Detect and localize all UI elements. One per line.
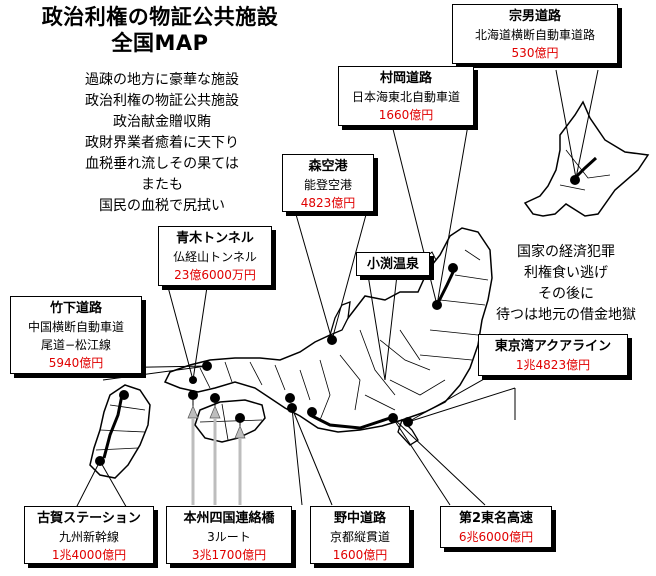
callout-cost: 1600億円 (332, 548, 388, 562)
callout-cost: 4823億円 (300, 196, 356, 210)
dai2-tomei-route (309, 413, 391, 430)
callout-name: 東京湾アクアライン (494, 339, 612, 354)
honshi-arrow-shafts (191, 418, 242, 505)
leader-aoki (167, 286, 208, 381)
callout-name: 宗男道路 (508, 9, 561, 24)
callout-cost: 1兆4000億円 (51, 548, 127, 562)
kyushu-prefectural-lines (95, 404, 146, 451)
poem-block: 過疎の地方に豪華な施設 政治利権の物証公共施設 政治献金贈収賄 政財界業者癒着に… (62, 70, 262, 217)
callout-cost: 6兆6000億円 (458, 530, 534, 544)
callout-takeshita: 竹下道路 中国横断自動車道 尾道−松江線 5940億円 (10, 296, 142, 374)
callout-cost: 1兆4823億円 (515, 358, 591, 372)
callout-detail: 日本海東北自動車道 (351, 90, 460, 104)
callout-cost: 3兆1700億円 (191, 548, 267, 562)
shikoku-prefectural-lines (199, 403, 263, 441)
site-dot-koga (119, 390, 129, 400)
callout-detail: 3ルート (207, 530, 251, 544)
side-line: 利権食い逃げ (524, 265, 608, 281)
map-title-line1: 政治利権の物証公共施設 (41, 5, 279, 29)
poem-line: 政治利権の物証公共施設 (85, 93, 239, 109)
honshi-arrows (187, 405, 246, 439)
site-dot-soya (570, 175, 580, 185)
poem-line: 政財界業者癒着に天下り (85, 135, 239, 151)
callout-honshi: 本州四国連絡橋 3ルート 3兆1700億円 (166, 506, 292, 564)
callout-name: 野中道路 (333, 511, 386, 526)
noto-peninsula (328, 301, 351, 337)
poem-line: 政治献金贈収賄 (113, 114, 211, 130)
tohoku-expressway-route (435, 267, 457, 306)
callout-detail: 中国横断自動車道 (27, 320, 124, 334)
callout-detail: 北海道横断自動車道路 (474, 28, 595, 42)
callout-cost: 23億6000万円 (174, 268, 256, 282)
leader-koga (74, 460, 129, 511)
callout-aoki: 青木トンネル 仏経山トンネル 23億6000万円 (158, 226, 272, 286)
callout-mori: 森空港 能登空港 4823億円 (282, 154, 374, 212)
map-title: 政治利権の物証公共施設 全国MAP (40, 4, 280, 56)
poem-line: 血税垂れ流しその果ては (85, 156, 239, 172)
hokkaido-road-route (573, 156, 598, 180)
side-line: 国家の経済犯罪 (517, 244, 615, 260)
callout-name: 竹下道路 (49, 301, 102, 316)
poem-line: 国民の血税で尻拭い (99, 198, 225, 214)
callout-detail: 仏経山トンネル (173, 250, 257, 264)
callout-cost: 530億円 (511, 46, 559, 60)
callout-name: 本州四国連絡橋 (183, 511, 275, 526)
callout-name: 青木トンネル (176, 231, 254, 246)
callout-muraoka: 村岡道路 日本海東北自動車道 1660億円 (338, 66, 474, 126)
callout-name: 小渕温泉 (366, 257, 419, 272)
leader-obuchi (367, 274, 398, 381)
honshu-prefectural-lines (199, 249, 489, 421)
callout-soya: 宗男道路 北海道横断自動車道路 530億円 (452, 4, 618, 64)
callout-detail2: 尾道−松江線 (40, 338, 112, 352)
callout-tomei: 第2東名高速 6兆6000億円 (440, 506, 552, 548)
callout-name: 森空港 (308, 159, 348, 174)
side-line: 待つは地元の借金地獄 (496, 307, 636, 323)
callout-detail: 九州新幹線 (58, 530, 119, 544)
hokkaido-prefectural-lines (559, 149, 611, 191)
callout-obuchi: 小渕温泉 (356, 252, 430, 276)
callout-cost: 5940億円 (48, 356, 104, 370)
side-text-block: 国家の経済犯罪 利権食い逃げ その後に 待つは地元の借金地獄 (478, 242, 654, 326)
kyushu-shinkansen-route (102, 394, 124, 459)
callout-cost: 1660億円 (378, 108, 434, 122)
callout-tokyowan: 東京湾アクアライン 1兆4823億円 (478, 334, 628, 376)
callout-name: 古賀ステーション (37, 511, 141, 526)
callout-nonaka: 野中道路 京都縦貫道 1600億円 (310, 506, 410, 564)
site-dot-nonaka1 (285, 393, 295, 403)
callout-detail: 能登空港 (303, 178, 352, 192)
poem-line: またも (141, 177, 183, 193)
leader-tomei (392, 417, 486, 506)
leader-nonaka (291, 407, 333, 506)
site-dot-nonaka3 (307, 407, 317, 417)
callout-detail: 京都縦貫道 (329, 530, 390, 544)
leader-tokyowan (407, 369, 516, 423)
side-line: その後に (538, 286, 594, 302)
map-title-line2: 全国MAP (111, 31, 209, 55)
leader-mori (294, 210, 368, 341)
site-dot-muraoka (448, 263, 458, 273)
callout-koga: 古賀ステーション 九州新幹線 1兆4000億円 (24, 506, 154, 564)
callout-name: 村岡道路 (379, 71, 432, 86)
callout-name: 第2東名高速 (458, 511, 534, 526)
poem-line: 過疎の地方に豪華な施設 (85, 72, 239, 88)
leader-soya (555, 69, 599, 179)
hokkaido-outline (523, 100, 650, 217)
